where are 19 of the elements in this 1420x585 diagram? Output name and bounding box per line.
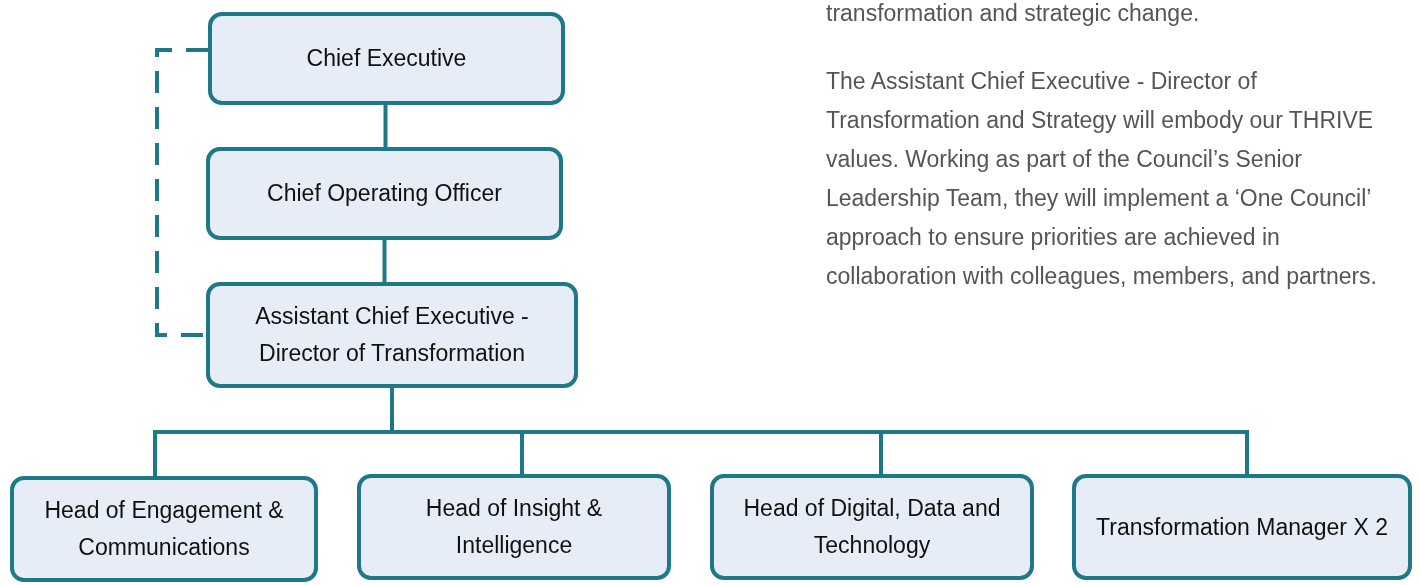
role-box (208, 12, 565, 105)
role-title: Head of Digital, Data and Technology (742, 494, 1002, 560)
role-title: Assistant Chief Executive - Director of Transformation (254, 302, 530, 368)
role-title: Chief Operating Officer (267, 179, 502, 208)
connector-line (382, 240, 387, 282)
connector-line (383, 105, 388, 147)
role-box (206, 282, 578, 388)
role-title: Transformation Manager X 2 (1096, 512, 1388, 542)
role-title: Head of Insight & Intelligence (424, 494, 604, 560)
text-fragment: transformation and strategic change. (826, 0, 1201, 28)
role-title: Chief Executive (306, 44, 467, 73)
role-box (1072, 474, 1412, 580)
role-box (10, 476, 318, 582)
role-box (357, 474, 671, 580)
role-title: Head of Engagement & Communications (43, 496, 285, 562)
dashed-connector (155, 48, 208, 337)
description-paragraph: The Assistant Chief Executive - Director of Transformation and Strategy will embody our THRIVE values. Working as part of the Council’s Senior Leadership Team, they will implement a ‘One Council’ approach to ensure priorities are achieved in collaboration with colleagues, members, and partners. (826, 67, 1378, 291)
role-box (710, 474, 1034, 580)
role-box (206, 147, 563, 240)
